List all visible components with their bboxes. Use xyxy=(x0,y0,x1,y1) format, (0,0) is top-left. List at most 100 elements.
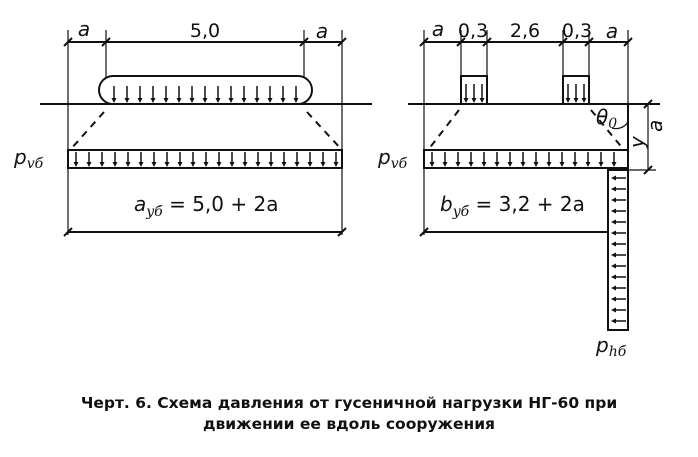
side-arrow-head xyxy=(611,307,616,313)
left-dim-a-right: a xyxy=(316,19,328,43)
side-arrow-head xyxy=(611,296,616,302)
load-arrow-head xyxy=(479,98,485,103)
load-arrow-head xyxy=(429,162,435,167)
load-arrow-head xyxy=(216,162,222,167)
load-arrow-head xyxy=(255,162,261,167)
load-arrow-head xyxy=(520,162,526,167)
side-arrow-head xyxy=(611,252,616,258)
right-horizontal-pressure-block xyxy=(607,169,629,331)
side-arrow-head xyxy=(611,219,616,225)
side-arrow-head xyxy=(611,175,616,181)
load-arrow-head xyxy=(546,162,552,167)
right-y-label: y xyxy=(625,135,649,149)
load-arrow-head xyxy=(163,98,169,103)
left-formula: ayб = 5,0 + 2a xyxy=(134,192,278,220)
right-dim-a-right: a xyxy=(606,19,618,43)
right-load-label: pvб xyxy=(377,145,408,172)
right-dim-03-right: 0,3 xyxy=(562,20,592,42)
side-arrow-head xyxy=(611,186,616,192)
load-arrow-head xyxy=(468,162,474,167)
side-arrow-head xyxy=(611,230,616,236)
load-arrow-head xyxy=(585,162,591,167)
load-arrow-head xyxy=(164,162,170,167)
load-arrow-head xyxy=(463,98,469,103)
load-arrow-head xyxy=(137,98,143,103)
load-arrow-head xyxy=(573,98,579,103)
right-strip-arrows xyxy=(429,152,617,167)
left-diagram: a 5,0 a pvб ayб = 5,0 + 2a xyxy=(13,17,372,237)
right-track-arrows xyxy=(463,84,587,103)
load-arrow-head xyxy=(267,98,273,103)
load-arrow-head xyxy=(294,162,300,167)
left-spread-line-left xyxy=(69,111,105,151)
load-arrow-head xyxy=(125,162,131,167)
load-arrow-head xyxy=(581,98,587,103)
right-spread-line-left xyxy=(427,109,460,151)
side-arrow-head xyxy=(611,274,616,280)
left-dim-ticks xyxy=(63,37,347,47)
load-arrow-head xyxy=(203,162,209,167)
side-arrow-head xyxy=(611,263,616,269)
load-arrow-head xyxy=(138,162,144,167)
left-spread-line-right xyxy=(306,111,343,151)
load-arrow-head xyxy=(533,162,539,167)
load-arrow-head xyxy=(280,98,286,103)
load-arrow-head xyxy=(176,98,182,103)
load-arrow-head xyxy=(151,162,157,167)
right-dim-26: 2,6 xyxy=(510,20,540,42)
load-arrow-head xyxy=(99,162,105,167)
load-arrow-head xyxy=(455,162,461,167)
left-bottom-ticks xyxy=(63,227,347,237)
side-arrow-head xyxy=(611,208,616,214)
side-arrow-head xyxy=(611,285,616,291)
load-arrow-head xyxy=(177,162,183,167)
right-dim-03-left: 0,3 xyxy=(458,20,488,42)
load-arrow-head xyxy=(507,162,513,167)
load-arrow-head xyxy=(268,162,274,167)
load-arrow-head xyxy=(481,162,487,167)
load-arrow-head xyxy=(442,162,448,167)
load-arrow-head xyxy=(598,162,604,167)
caption-line-2: движении ее вдоль сооружения xyxy=(203,415,495,433)
load-arrow-head xyxy=(471,98,477,103)
right-a-label: a xyxy=(643,120,667,132)
right-bottom-ticks xyxy=(419,227,429,237)
load-arrow-head xyxy=(333,162,339,167)
load-arrow-head xyxy=(124,98,130,103)
right-spread-line-right xyxy=(590,109,625,151)
load-arrow-head xyxy=(229,162,235,167)
load-arrow-head xyxy=(111,98,117,103)
load-arrow-head xyxy=(611,162,617,167)
left-load-label: pvб xyxy=(13,145,44,172)
load-arrow-head xyxy=(86,162,92,167)
load-arrow-head xyxy=(559,162,565,167)
right-theta-label: θ0 xyxy=(596,105,617,132)
left-strip-arrows xyxy=(73,152,339,167)
load-arrow-head xyxy=(565,98,571,103)
load-arrow-head xyxy=(189,98,195,103)
load-arrow-head xyxy=(281,162,287,167)
load-arrow-head xyxy=(293,98,299,103)
load-arrow-head xyxy=(307,162,313,167)
right-side-label: phб xyxy=(595,333,627,360)
load-arrow-head xyxy=(241,98,247,103)
right-theta-arc xyxy=(611,121,629,130)
load-arrow-head xyxy=(572,162,578,167)
left-dim-a-left: a xyxy=(78,17,90,41)
load-arrow-head xyxy=(190,162,196,167)
load-arrow-head xyxy=(320,162,326,167)
right-dim-a-left: a xyxy=(432,17,444,41)
side-arrow-head xyxy=(611,197,616,203)
load-arrow-head xyxy=(254,98,260,103)
load-arrow-head xyxy=(494,162,500,167)
right-pressure-strip xyxy=(423,149,629,169)
right-formula: byб = 3,2 + 2a xyxy=(440,192,585,220)
load-arrow-head xyxy=(242,162,248,167)
load-arrow-head xyxy=(228,98,234,103)
side-arrow-head xyxy=(611,241,616,247)
load-arrow-head xyxy=(215,98,221,103)
left-track-arrows xyxy=(111,86,299,103)
right-side-arrows xyxy=(611,175,626,324)
caption-line-1: Черт. 6. Схема давления от гусеничной на… xyxy=(81,394,617,412)
